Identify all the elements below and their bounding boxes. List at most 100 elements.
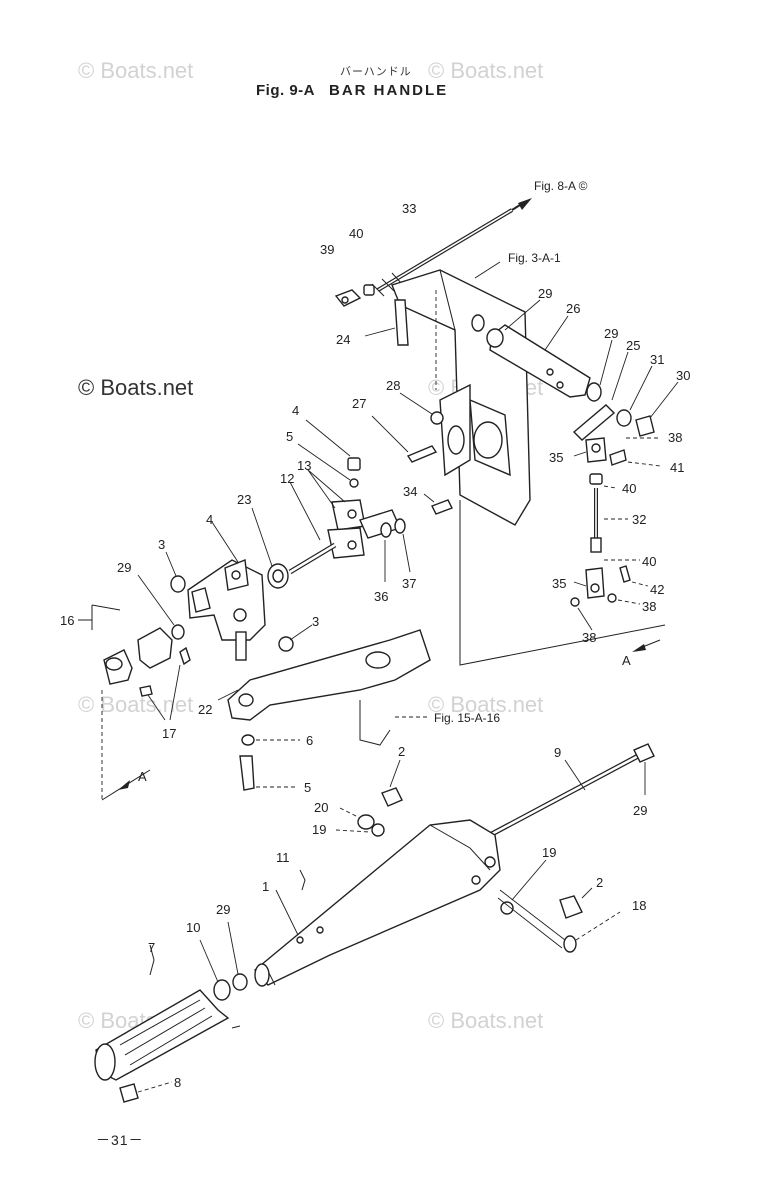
callout-10: 10 [186,920,200,935]
collar-29 [471,314,485,332]
callout-35: 35 [549,450,563,465]
callout-22: 22 [198,702,212,717]
watermark-dark: © Boats.net [78,375,194,400]
callout-5: 5 [304,780,311,795]
callout-2: 2 [596,875,603,890]
callout-6: 6 [306,733,313,748]
callout-12: 12 [280,471,294,486]
callout-40: 40 [642,554,656,569]
bolt-2a [381,787,403,807]
callout-24: 24 [336,332,350,347]
washer-5a [349,478,359,488]
collar-29e [232,973,248,991]
nut-30 [635,415,655,437]
bolt-2b [559,895,583,919]
callout-29: 29 [633,803,647,818]
callout-41: 41 [670,460,684,475]
link-25 [572,404,616,441]
screw-8 [119,1083,139,1103]
watermark-lower-right: © Boats.net [428,692,544,717]
washer-19b [500,901,514,915]
callout-20: 20 [314,800,328,815]
callout-27: 27 [352,396,366,411]
washer-38c [570,597,580,607]
grip-7 [94,989,230,1081]
callout-29: 29 [117,560,131,575]
callout-13: 13 [297,458,311,473]
callout-42: 42 [650,582,664,597]
callout-19: 19 [312,822,326,837]
callout-30: 30 [676,368,690,383]
callout-36: 36 [374,589,388,604]
callout-16: 16 [60,613,74,628]
callout-39: 39 [320,242,334,257]
watermark-top-left: © Boats.net [78,58,194,83]
washer-6 [241,734,255,746]
callout-7: 7 [148,940,155,955]
callout-8: 8 [174,1075,181,1090]
fig-number: Fig. 9-A [256,82,315,99]
washer-29b [586,382,602,402]
callout-labels: 33 40 39 24 29 26 29 25 31 30 28 27 38 4… [60,201,690,1090]
callout-35: 35 [552,576,566,591]
bolt-5b [239,755,255,791]
arm-24 [364,299,409,346]
housing-4 [187,559,266,641]
callout-38: 38 [668,430,682,445]
callout-19: 19 [542,845,556,860]
washer-37 [394,518,406,534]
callout-9: 9 [554,745,561,760]
rod-32 [590,488,602,553]
pin-17b [139,685,153,697]
watermark-bottom-right: © Boats.net [428,1008,544,1033]
arrow-label-a: A [622,653,631,668]
callout-33: 33 [402,201,416,216]
pin-17a [179,646,191,666]
callout-5: 5 [286,429,293,444]
callout-17: 17 [162,726,176,741]
japanese-title: バーハンドル [340,65,412,78]
callout-3: 3 [158,537,165,552]
nut-40b [589,473,603,485]
shift-rod-33 [371,198,532,297]
callout-37: 37 [402,576,416,591]
callout-1: 1 [262,879,269,894]
callout-31: 31 [650,352,664,367]
figure-references: Fig. 8-A © Fig. 3-A-1 Fig. 15-A-16 [434,179,588,725]
washer-10 [213,979,231,1001]
callout-34: 34 [403,484,417,499]
bolt-27 [406,445,438,463]
page-number: －31－ [96,1132,144,1148]
washer-20 [357,814,375,830]
callout-26: 26 [566,301,580,316]
bolt-3a [170,575,186,593]
figure-title: Fig. 9-A BAR HANDLE [256,82,448,99]
collar-29c [171,624,185,640]
callout-11: 11 [276,850,290,865]
callout-40: 40 [349,226,363,241]
callout-4: 4 [292,403,299,418]
arrow-label-a: A [138,769,147,784]
lever-26 [486,324,591,398]
washer-38b [607,593,617,603]
callout-40: 40 [622,481,636,496]
callout-38: 38 [642,599,656,614]
callout-18: 18 [632,898,646,913]
washer-36 [380,522,392,538]
callout-3: 3 [312,614,319,629]
callout-29: 29 [604,326,618,341]
shaft-12 [288,542,337,575]
bolt-3b [278,636,294,652]
rod-end-39 [334,289,362,307]
ref-fig-3a1: Fig. 3-A-1 [508,251,561,265]
arrow-icon [518,198,532,210]
ref-fig-8a: Fig. 8-A © [534,179,588,193]
pin-38a [609,449,627,466]
callout-32: 32 [632,512,646,527]
bolt-18 [497,889,577,953]
callout-4: 4 [206,512,213,527]
clevis-35-upper [585,437,607,463]
callout-28: 28 [386,378,400,393]
fig-title: BAR HANDLE [329,82,449,99]
